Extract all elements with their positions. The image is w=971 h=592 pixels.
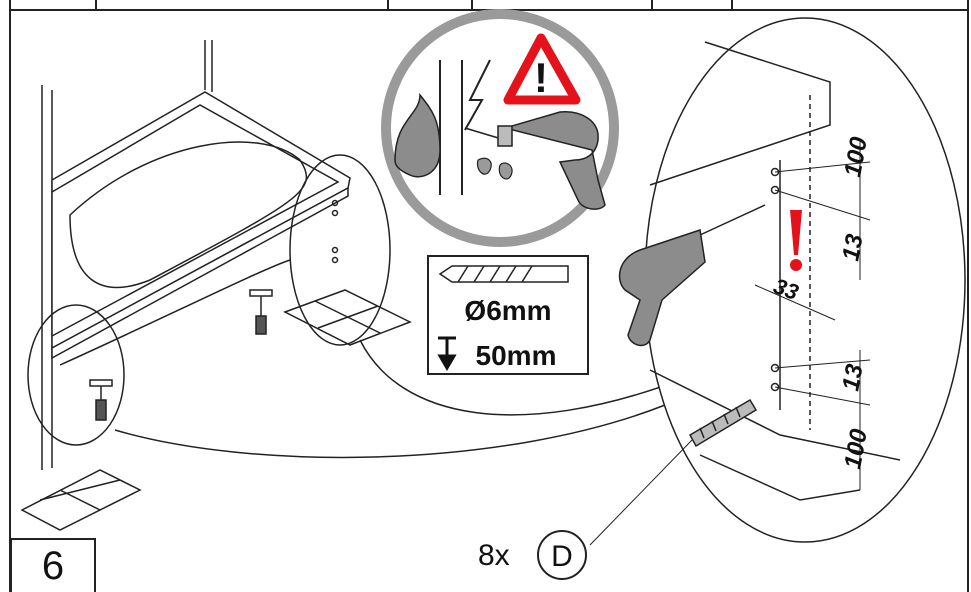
dimension-upper-gap: 13 (837, 231, 868, 263)
drill-depth: 50mm (476, 340, 557, 371)
drill-spec-box: Ø6mm 50mm (427, 255, 589, 375)
tub-foot-right (249, 289, 273, 335)
drill-detail (618, 204, 766, 347)
parts-callout: 8x D (478, 530, 587, 580)
water-drops-icon (476, 157, 513, 180)
wall-plug-icon (589, 398, 758, 546)
part-quantity: 8x (478, 539, 510, 572)
depth-arrow-icon (437, 336, 457, 371)
wall-hole-markers (331, 199, 339, 264)
warning-triangle-icon (503, 33, 581, 105)
tub-foot-left (89, 379, 113, 421)
lightning-icon (464, 59, 491, 131)
no-drill-warning-icon: ! (381, 9, 619, 247)
detail-callout-left (27, 304, 125, 446)
drill-diameter: Ø6mm (464, 295, 551, 326)
exclamation-icon (790, 210, 802, 255)
drill-icon (464, 111, 606, 210)
flame-icon (394, 92, 441, 178)
detail-callout-right (289, 154, 391, 346)
step-number: 6 (10, 538, 96, 592)
drill-bit-icon (438, 265, 569, 283)
warning-exclamation: ! (534, 54, 548, 101)
dimension-lower-gap: 13 (837, 361, 868, 393)
detail-zoom: 100 13 33 13 100 (589, 17, 966, 546)
bathtub-illustration (20, 40, 681, 531)
part-id: D (551, 540, 573, 573)
